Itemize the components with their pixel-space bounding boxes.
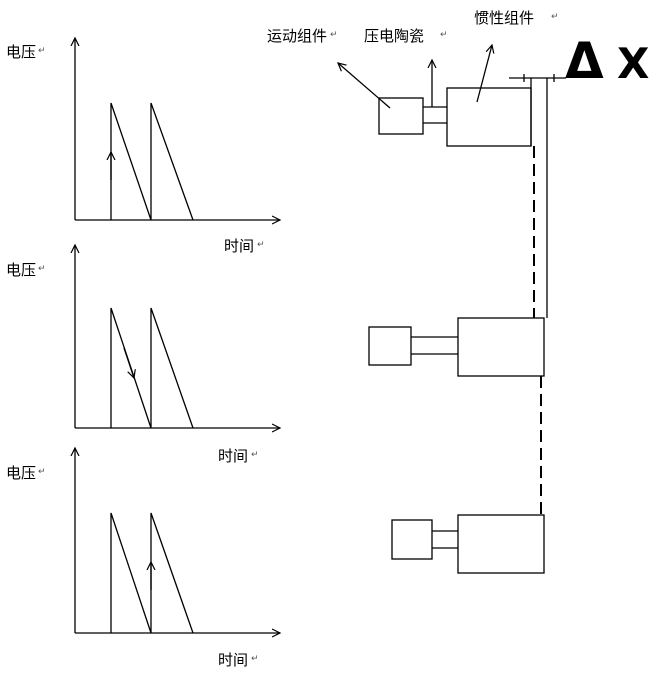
voltage-graph-2: 电压 ↵ 时间 ↵ [6, 245, 280, 465]
return-mark: ↵ [251, 450, 259, 460]
inertial-component-block [447, 88, 531, 146]
sawtooth-wave [111, 308, 193, 428]
return-mark: ↵ [551, 12, 559, 22]
sawtooth-wave [111, 103, 193, 220]
callout-label: 压电陶瓷 [364, 27, 424, 45]
mechanism-stage-2 [369, 318, 544, 376]
x-axis-label: 时间 [218, 447, 248, 465]
delta-symbol: Δ [565, 32, 604, 90]
y-axis-label: 电压 [6, 261, 36, 279]
inertial-component-block [458, 318, 544, 376]
sawtooth-wave [111, 513, 193, 633]
callout-label: 运动组件 [267, 27, 327, 45]
mechanism-stage-3 [392, 515, 544, 573]
direction-arrow-down [124, 348, 134, 378]
y-axis-label: 电压 [6, 43, 36, 61]
moving-component-block [369, 327, 411, 365]
return-mark: ↵ [251, 654, 259, 664]
return-mark: ↵ [38, 467, 46, 477]
moving-component-block [392, 520, 432, 559]
mechanism-stage-1 [379, 74, 566, 318]
voltage-graph-3: 电压 ↵ 时间 ↵ [6, 448, 280, 669]
x-axis-label: 时间 [224, 237, 254, 255]
displacement-label: Δ X [565, 32, 649, 90]
callout-piezo-ceramic: 压电陶瓷 ↵ [364, 27, 448, 107]
return-mark: ↵ [38, 46, 46, 56]
x-axis-label: 时间 [218, 651, 248, 669]
return-mark: ↵ [257, 240, 265, 250]
voltage-graph-1: 电压 ↵ 时间 ↵ [6, 38, 280, 255]
return-mark: ↵ [440, 30, 448, 40]
inertial-component-block [458, 515, 544, 573]
callout-arrow [338, 63, 390, 108]
return-mark: ↵ [330, 30, 338, 40]
displacement-variable: X [617, 39, 649, 88]
y-axis-label: 电压 [6, 464, 36, 482]
callout-label: 惯性组件 [474, 9, 534, 27]
return-mark: ↵ [38, 264, 46, 274]
